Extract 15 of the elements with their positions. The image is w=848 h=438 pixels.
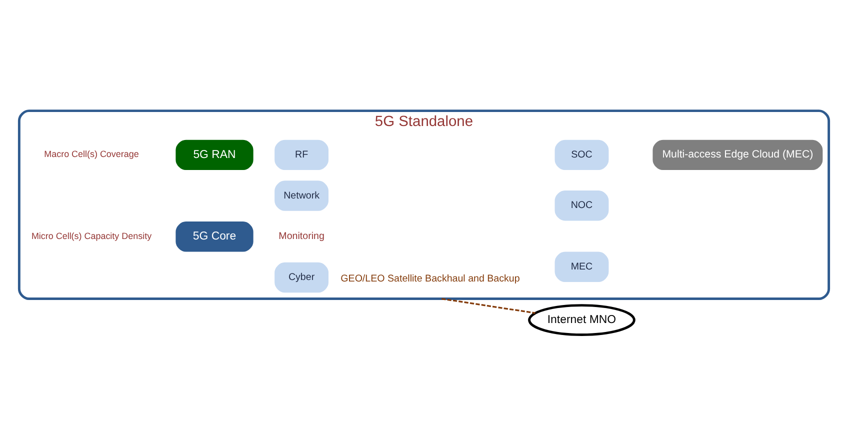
node-text: Micro Cell(s) Capacity Density	[31, 230, 152, 240]
node-box: Cyber	[274, 262, 328, 292]
node-box: NOC	[554, 190, 609, 220]
node-box: 5G Core	[176, 221, 254, 252]
node-box: Network	[274, 180, 328, 210]
node-box: Multi-access Edge Cloud (MEC)	[652, 139, 823, 170]
node-box: 5G RAN	[176, 139, 254, 170]
node-text: Macro Cell(s) Coverage	[44, 148, 139, 159]
node-box: RF	[274, 139, 328, 170]
node-ellipse: Internet MNO	[528, 304, 636, 336]
edge-label: GEO/LEO Satellite Backhaul and Backup	[340, 272, 520, 284]
node-box: SOC	[554, 139, 609, 170]
node-box: MEC	[554, 251, 609, 282]
connector	[442, 297, 536, 314]
label: Monitoring	[278, 230, 324, 242]
